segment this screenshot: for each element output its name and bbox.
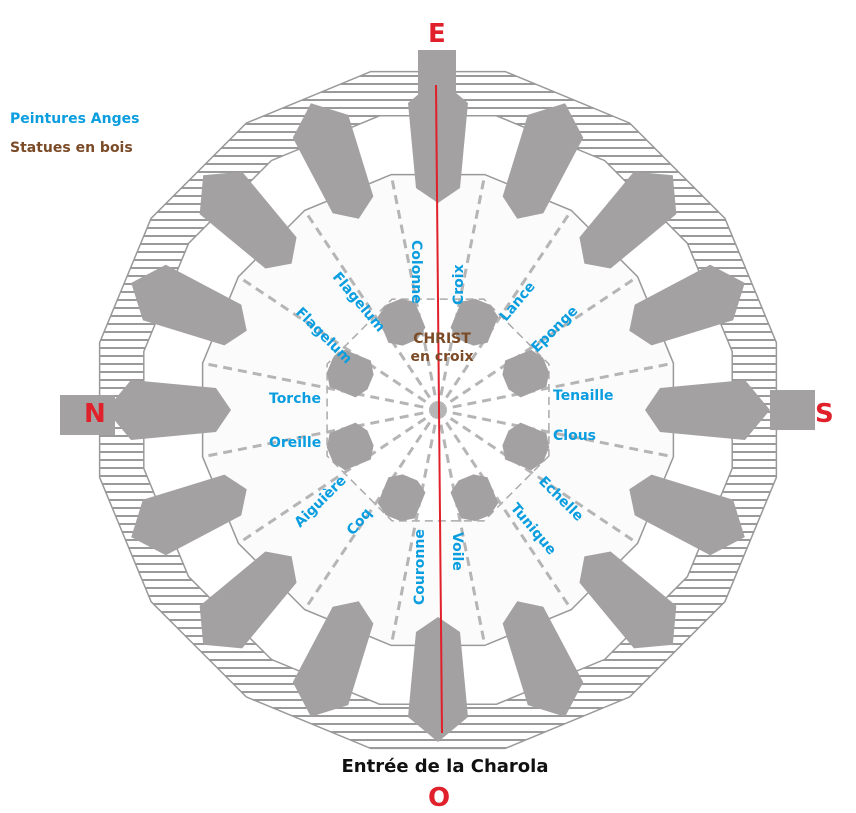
cardinal-south: S	[815, 399, 834, 429]
vault-rib	[437, 408, 669, 458]
cardinal-west: O	[428, 783, 450, 813]
label-tenaille: Tenaille	[553, 388, 614, 404]
legend-paintings: Peintures Anges	[10, 111, 139, 127]
buttress-chapel	[131, 264, 247, 346]
entrance-label: Entrée de la Charola	[342, 756, 549, 777]
buttress-chapel	[629, 264, 745, 346]
buttress-chapel	[199, 551, 297, 649]
vault-rib	[437, 362, 669, 412]
vault-rib	[207, 408, 439, 458]
vault-rib	[436, 213, 570, 411]
buttress-chapel	[292, 601, 374, 717]
buttress-chapel	[292, 103, 374, 219]
east-west-axis	[435, 84, 443, 734]
vault-rib	[437, 408, 635, 542]
cardinal-east: E	[428, 19, 446, 49]
vault-rib	[207, 362, 439, 412]
buttress-chapel	[199, 171, 297, 269]
label-colonne: Colonne	[408, 240, 424, 304]
inner-pillar	[450, 298, 499, 346]
buttress-chapel	[106, 380, 231, 440]
label-voile: Voile	[449, 532, 465, 571]
vault-rib	[241, 408, 439, 542]
label-couronne: Couronne	[412, 529, 428, 605]
vault-rib	[390, 179, 440, 411]
architecture-drawing	[60, 50, 815, 750]
vault-rib	[390, 409, 440, 641]
buttress-chapel	[579, 171, 677, 269]
inner-pillar	[450, 474, 499, 522]
label-torche: Torche	[269, 391, 321, 407]
vault-rib	[436, 409, 570, 607]
cardinal-north: N	[84, 399, 106, 429]
label-croix: Croix	[451, 264, 467, 305]
inner-pillar	[377, 298, 426, 346]
buttress-chapel	[502, 601, 584, 717]
south-pier	[770, 390, 815, 430]
inner-pillar	[326, 422, 374, 471]
buttress-chapel	[408, 617, 468, 742]
inner-pillar	[326, 349, 374, 398]
christ-label-sub: en croix	[411, 349, 474, 365]
buttress-chapel	[645, 380, 770, 440]
buttress-chapel	[502, 103, 584, 219]
buttress-chapel	[629, 474, 745, 556]
legend-statues: Statues en bois	[10, 140, 133, 156]
vault-rib	[306, 409, 440, 607]
vault-rib	[437, 278, 635, 412]
inner-pillar	[377, 474, 426, 522]
vault-rib	[241, 278, 439, 412]
label-clous: Clous	[553, 428, 596, 444]
christ-label: CHRIST	[413, 331, 471, 347]
buttress-chapel	[131, 474, 247, 556]
label-oreille: Oreille	[269, 435, 321, 451]
buttress-chapel	[579, 551, 677, 649]
vault-rib	[436, 179, 486, 411]
vault-rib	[436, 409, 486, 641]
vault-rib	[306, 213, 440, 411]
inner-pillar	[502, 349, 550, 398]
inner-pillar	[502, 422, 550, 471]
north-pier	[60, 395, 115, 435]
